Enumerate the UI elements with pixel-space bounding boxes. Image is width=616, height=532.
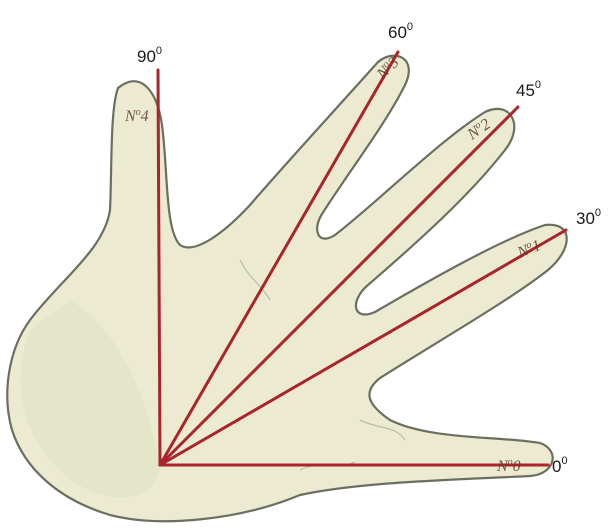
angle-label-30: 300: [576, 207, 601, 228]
angle-label-60: 600: [388, 21, 413, 42]
ray-90: [158, 70, 160, 465]
angle-label-0: 00: [552, 455, 568, 476]
angle-label-45: 450: [516, 79, 541, 100]
angle-label-90: 900: [137, 45, 162, 66]
